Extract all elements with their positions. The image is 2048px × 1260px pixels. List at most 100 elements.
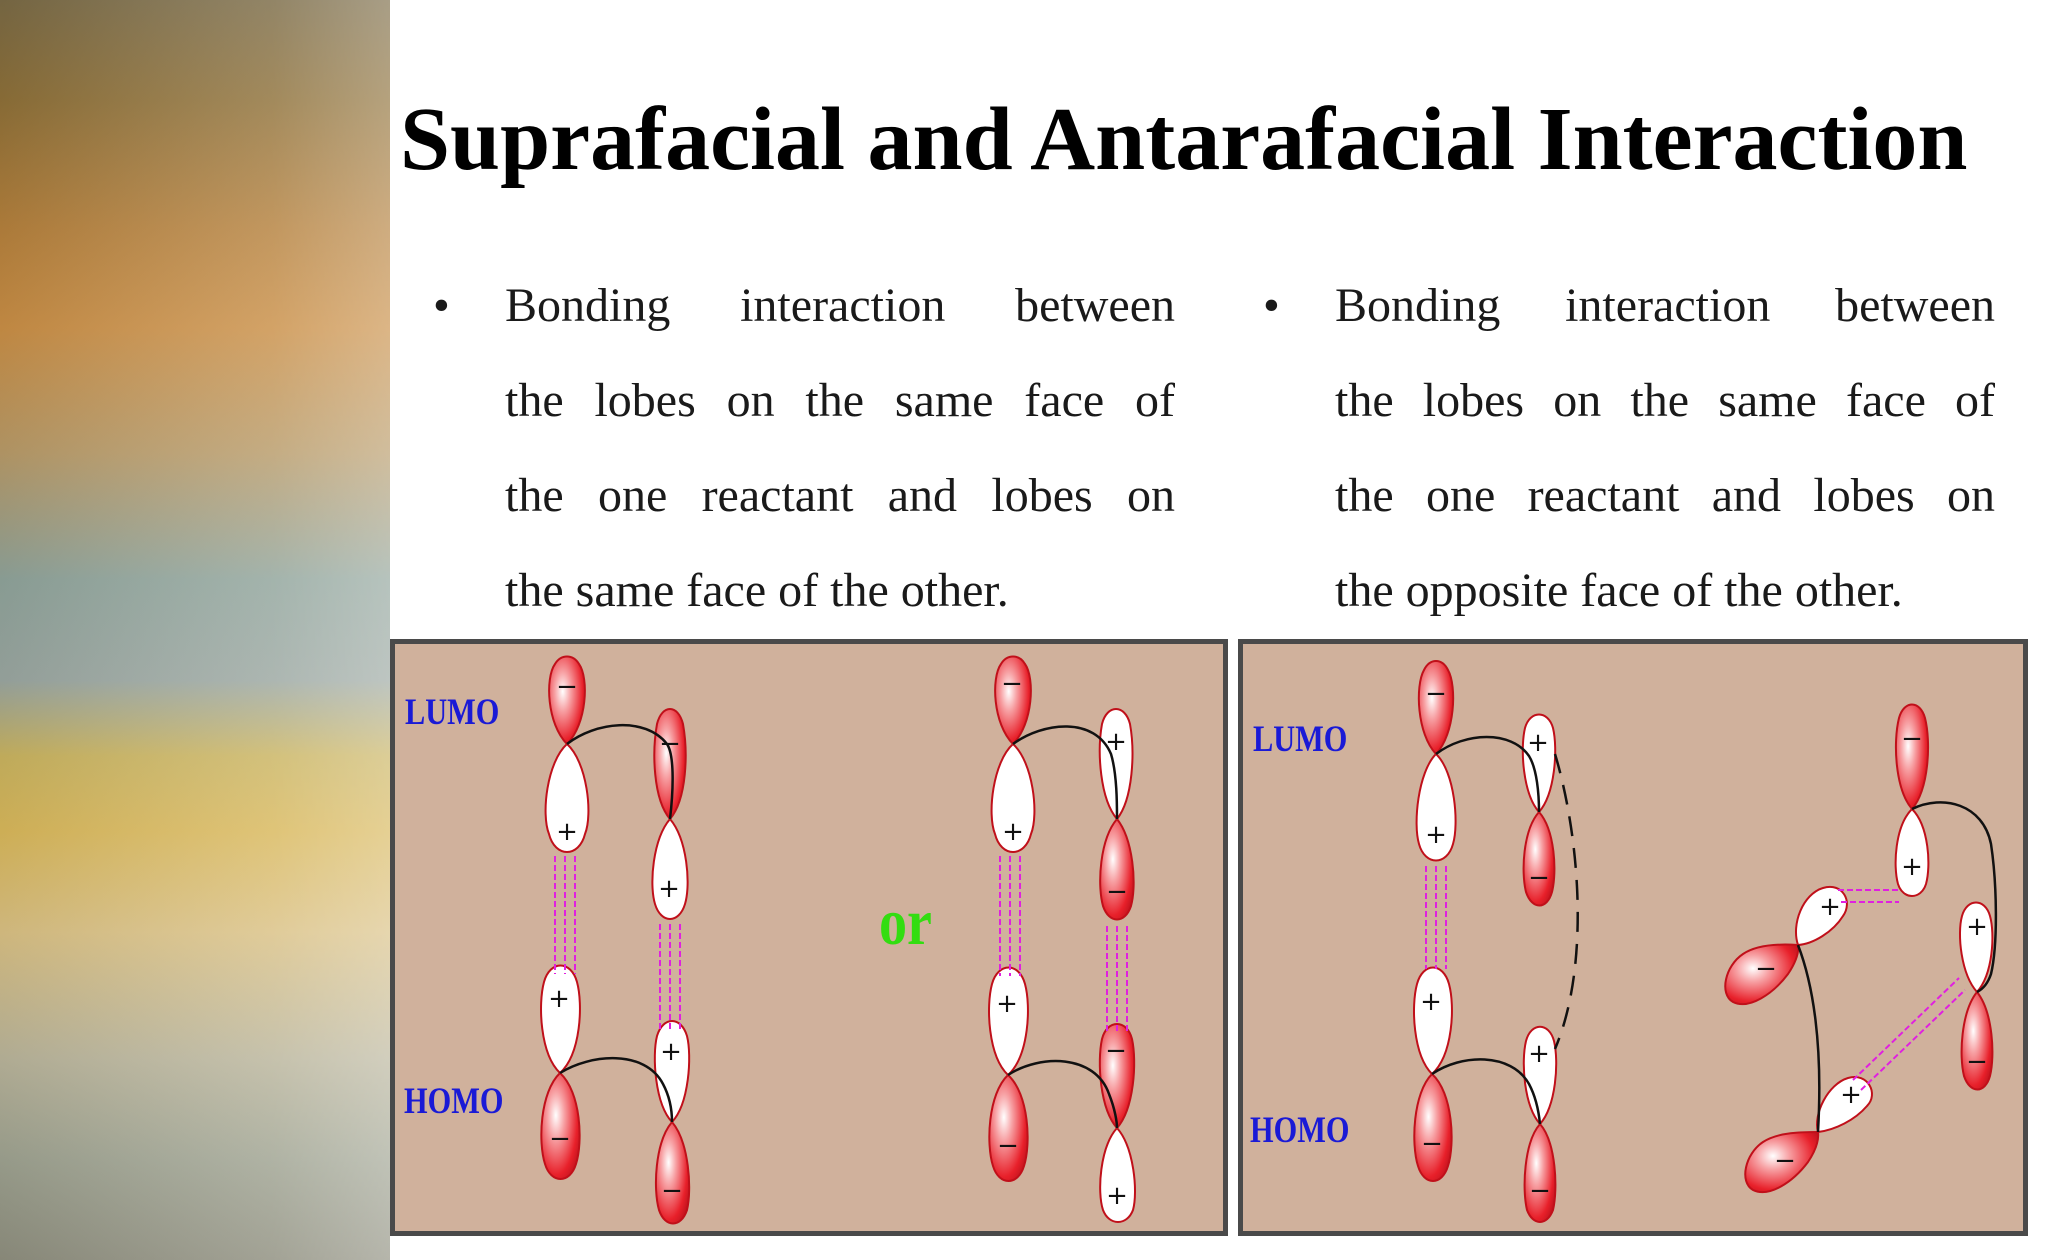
lumo-c-red-lobe xyxy=(994,655,1032,746)
sign: − xyxy=(1425,679,1447,709)
decorative-side-photo xyxy=(0,0,390,1260)
suprafacial-orbital-diagram: − + + − − + + − − + xyxy=(540,655,1136,1225)
lumo-orbital-b: − + xyxy=(651,708,689,920)
sign: − xyxy=(661,1176,683,1206)
sign: − xyxy=(997,1131,1019,1161)
lumo-orbital-d: + − xyxy=(1098,708,1135,921)
antarafacial-dashed-arc xyxy=(1553,753,1579,1050)
left-bullet-line-3: the one reactant and lobes on xyxy=(505,469,1175,522)
homo-orbital-c: + − xyxy=(988,966,1029,1182)
sign: + xyxy=(1420,987,1442,1017)
lumo-orbital-c: − + xyxy=(1894,703,1930,897)
homo-b-red-lobe xyxy=(654,1120,691,1225)
bond-arc xyxy=(566,724,674,820)
antarafacial-orbital-diagram: − + + − + − + − − + xyxy=(1413,660,1998,1223)
homo-a-white-lobe xyxy=(540,964,581,1075)
homo-a-red-lobe xyxy=(1413,1072,1453,1182)
homo-c-red-lobe xyxy=(988,1073,1029,1182)
suprafacial-diagram-panel: LUMO HOMO or − + + − − xyxy=(390,639,1228,1236)
bond-arc xyxy=(1007,1059,1119,1129)
lumo-orbital-a: − + xyxy=(544,655,590,853)
left-bullet: • Bonding interaction between the lobes … xyxy=(433,258,1175,638)
sign: + xyxy=(1002,817,1024,847)
bonding-lines xyxy=(554,856,1128,1032)
sign: + xyxy=(1425,820,1447,850)
left-bullet-line-1: Bonding interaction between xyxy=(505,279,1175,332)
homo-orbital-d: − + xyxy=(1098,1023,1136,1223)
lumo-a-white-lobe xyxy=(544,742,590,853)
sign: + xyxy=(1106,1181,1128,1211)
sign: − xyxy=(556,672,578,702)
sign: − xyxy=(1421,1129,1443,1159)
lumo-c-white-lobe xyxy=(1894,807,1930,897)
antarafacial-diagram-panel: LUMO HOMO − + + − + xyxy=(1238,639,2028,1236)
sign: − xyxy=(1529,1176,1551,1206)
lumo-orbital-c-right: + − xyxy=(1959,901,1994,1091)
sign: + xyxy=(556,817,578,847)
sign: + xyxy=(1966,912,1988,942)
bonding-lines xyxy=(1425,866,1966,1091)
sign: + xyxy=(548,984,570,1014)
sign: − xyxy=(1966,1047,1988,1077)
bullet-dot: • xyxy=(433,279,450,332)
bond-arc xyxy=(1911,801,1998,994)
right-bullet-line-1: Bonding interaction between xyxy=(1335,279,1995,332)
homo-d-white-lobe xyxy=(1099,1126,1136,1223)
lumo-orbital-a: − + xyxy=(1415,660,1457,862)
sign: − xyxy=(1901,724,1923,754)
homo-b-white-lobe xyxy=(1522,1025,1558,1126)
lumo-a-red-lobe xyxy=(548,655,586,746)
homo-b-white-lobe xyxy=(653,1020,691,1124)
or-label: or xyxy=(879,886,932,959)
lumo-c-red-lobe xyxy=(1894,703,1930,811)
right-bullet-line-2: the lobes on the same face of xyxy=(1335,374,1995,427)
sign: − xyxy=(1001,669,1023,699)
tilted-orbital-upper-left: + − xyxy=(1724,885,1848,1005)
homo-orbital-b: + − xyxy=(1522,1025,1558,1223)
sign: + xyxy=(1105,727,1127,757)
homo-b-red-lobe xyxy=(1523,1122,1557,1223)
lumo-orbital-c: − + xyxy=(990,655,1036,853)
sign: + xyxy=(660,1037,682,1067)
bond-arc xyxy=(1012,725,1119,820)
bond-arc xyxy=(559,1057,674,1123)
bond-arc xyxy=(1431,1058,1542,1125)
homo-d-red-lobe xyxy=(1098,1023,1136,1130)
lumo-a-red-lobe xyxy=(1417,660,1455,756)
lumo-c-right-white-lobe xyxy=(1959,901,1994,994)
homo-c-white-lobe xyxy=(988,966,1029,1077)
sign: + xyxy=(1527,728,1549,758)
lumo-c-white-lobe xyxy=(990,742,1036,853)
sign: − xyxy=(659,729,681,759)
lumo-d-red-lobe xyxy=(1099,817,1135,921)
sign: + xyxy=(1840,1080,1862,1110)
sign: + xyxy=(1528,1039,1550,1069)
sign: + xyxy=(658,874,680,904)
homo-orbital-b: + − xyxy=(653,1020,691,1225)
sign: − xyxy=(1774,1146,1796,1176)
tilted-upper-red-lobe xyxy=(1724,943,1800,1005)
sign: − xyxy=(1106,877,1128,907)
sign: + xyxy=(1901,852,1923,882)
homo-a-red-lobe xyxy=(540,1071,581,1180)
lumo-b-white-lobe xyxy=(1521,713,1557,814)
sign: + xyxy=(1819,892,1841,922)
homo-label: HOMO xyxy=(1250,1110,1350,1151)
sign: − xyxy=(549,1124,571,1154)
left-bullet-line-2: the lobes on the same face of xyxy=(505,374,1175,427)
bond-arc xyxy=(1796,944,1821,1133)
homo-orbital-a: + − xyxy=(1413,966,1453,1182)
tilted-upper-white-lobe xyxy=(1795,885,1848,947)
homo-label: HOMO xyxy=(404,1081,504,1122)
bullet-dot: • xyxy=(1263,279,1280,332)
sign: − xyxy=(1105,1036,1127,1066)
left-bullet-line-4: the same face of the other. xyxy=(505,564,1009,617)
sign: + xyxy=(996,989,1018,1019)
lumo-d-white-lobe xyxy=(1098,708,1134,821)
tilted-lower-red-lobe xyxy=(1744,1130,1820,1193)
slide-title: Suprafacial and Antarafacial Interaction xyxy=(400,90,1968,189)
lumo-b-white-lobe xyxy=(651,817,689,920)
right-bullet-line-3: the one reactant and lobes on xyxy=(1335,469,1995,522)
homo-a-white-lobe xyxy=(1413,966,1453,1076)
right-bullet-line-4: the opposite face of the other. xyxy=(1335,564,1903,617)
